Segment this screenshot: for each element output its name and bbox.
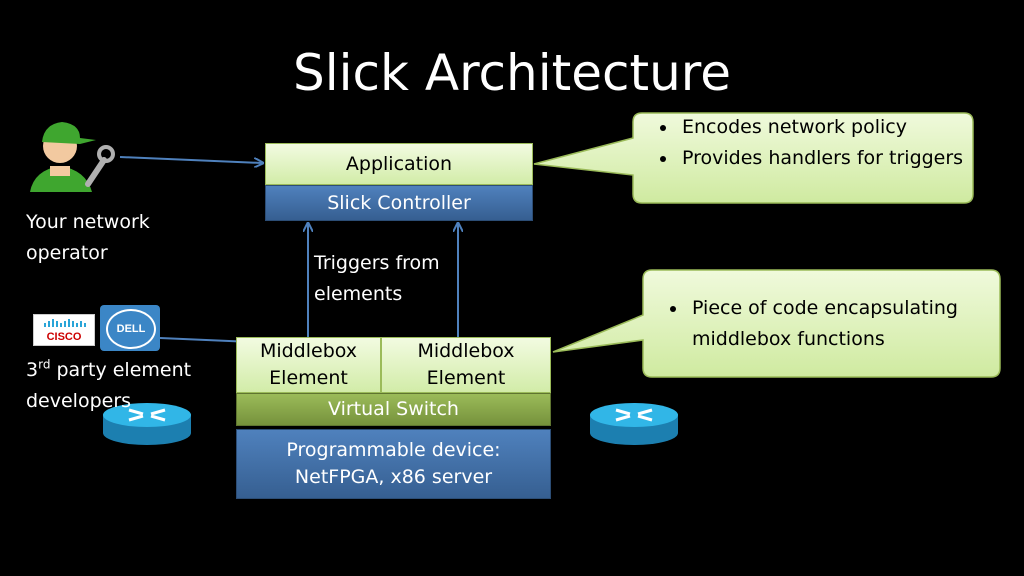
callout-controller-shape bbox=[533, 112, 974, 204]
middlebox-bullet: Piece of code encapsulating middlebox fu… bbox=[688, 293, 997, 355]
dell-logo: DELL bbox=[100, 305, 160, 351]
programmable-device-box: Programmable device: NetFPGA, x86 server bbox=[236, 429, 551, 499]
middlebox-2-line2: Element bbox=[426, 367, 506, 389]
third-party-sup: rd bbox=[38, 357, 51, 372]
middlebox-1-line2: Element bbox=[269, 367, 348, 389]
application-label: Application bbox=[345, 152, 453, 175]
operator-label-line1: Your network bbox=[26, 211, 150, 233]
triggers-label-line2: elements bbox=[314, 283, 403, 305]
middlebox-1-line1: Middlebox bbox=[259, 340, 358, 362]
slick-controller-box: Slick Controller bbox=[265, 185, 533, 221]
developers-label-line2: developers bbox=[26, 390, 132, 412]
slide-title: Slick Architecture bbox=[293, 44, 731, 102]
operator-label-line2: operator bbox=[26, 242, 108, 264]
cisco-logo: CISCO bbox=[33, 314, 95, 346]
developers-label: 3rd party element developers bbox=[26, 355, 191, 417]
callout-controller-text: Encodes network policyProvides handlers … bbox=[642, 112, 967, 174]
middlebox-element-1: Middlebox Element bbox=[236, 337, 381, 393]
dell-badge: DELL bbox=[106, 309, 156, 349]
triggers-label-line1: Triggers from bbox=[314, 252, 440, 274]
cisco-wordmark: CISCO bbox=[46, 331, 82, 343]
virtual-switch-label: Virtual Switch bbox=[328, 398, 459, 420]
operator-label: Your network operator bbox=[26, 207, 150, 269]
middlebox-element-2: Middlebox Element bbox=[381, 337, 551, 393]
cisco-bars-icon bbox=[44, 319, 86, 327]
controller-bullet: Encodes network policy bbox=[678, 112, 967, 143]
callout-middlebox-text: Piece of code encapsulating middlebox fu… bbox=[652, 293, 997, 355]
operator-to-application-arrow bbox=[119, 156, 262, 163]
application-box: Application bbox=[265, 143, 533, 185]
controller-bullet-list: Encodes network policyProvides handlers … bbox=[642, 112, 967, 174]
controller-bullet: Provides handlers for triggers bbox=[678, 143, 967, 174]
programmable-device-line2: NetFPGA, x86 server bbox=[294, 466, 493, 488]
callout-middlebox-shape bbox=[552, 269, 1001, 378]
dell-wordmark: DELL bbox=[116, 323, 146, 335]
triggers-label: Triggers from elements bbox=[314, 248, 440, 310]
programmable-device-line1: Programmable device: bbox=[286, 439, 501, 461]
developers-label-line1: 3rd party element bbox=[26, 355, 191, 386]
middlebox-2-line1: Middlebox bbox=[417, 340, 515, 362]
virtual-switch-box: Virtual Switch bbox=[236, 393, 551, 426]
third-party-rest: party element bbox=[50, 359, 192, 381]
third-party-num: 3 bbox=[26, 359, 39, 381]
middlebox-bullet-list: Piece of code encapsulating middlebox fu… bbox=[652, 293, 997, 355]
slick-controller-label: Slick Controller bbox=[327, 191, 471, 214]
